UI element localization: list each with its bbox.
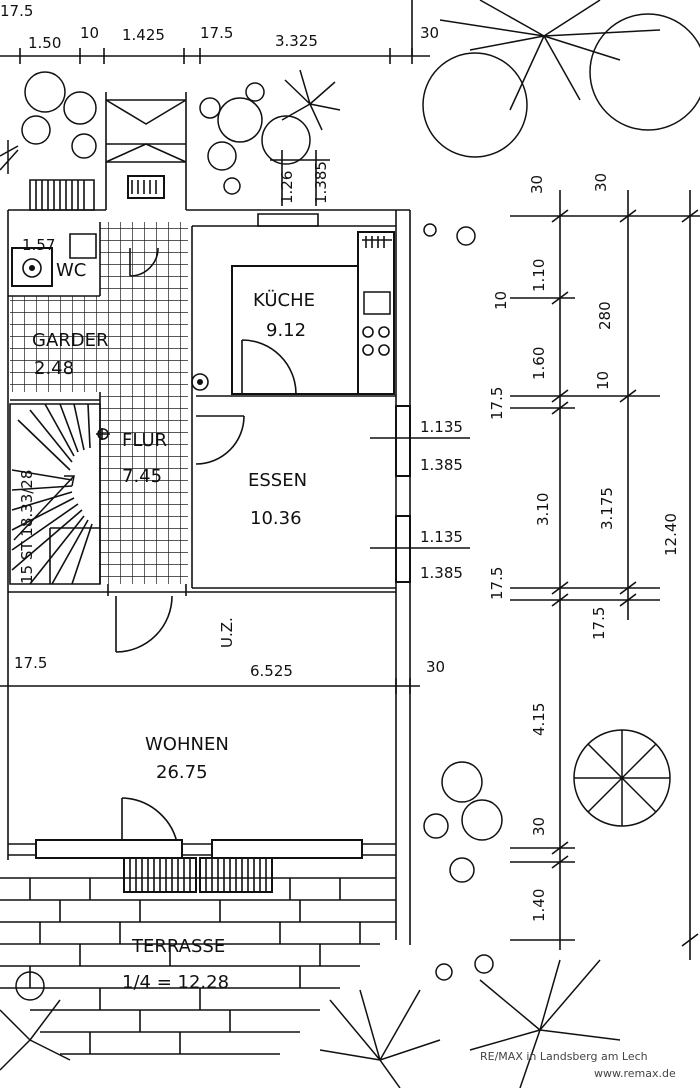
kueche-label: KÜCHE bbox=[253, 289, 315, 311]
inner-vdim-5: 30 bbox=[528, 175, 546, 194]
outer-vdim-5: 17.5 bbox=[590, 607, 608, 640]
stair-label: 15 ST 18.33/28 bbox=[18, 470, 36, 584]
kueche-area: 9.12 bbox=[266, 320, 306, 341]
wohnen-label: WOHNEN bbox=[145, 734, 229, 755]
wohnen-area: 26.75 bbox=[156, 762, 208, 783]
essen-window-dim-2: 1.385 bbox=[420, 456, 463, 474]
dimension-lines bbox=[0, 0, 700, 960]
kitchen-fixtures bbox=[191, 213, 395, 395]
top-dim-1: 17.5 bbox=[0, 2, 33, 20]
watermark-line-1: RE/MAX in Landsberg am Lech bbox=[480, 1050, 648, 1063]
essen-window-dim-4: 1.385 bbox=[420, 564, 463, 582]
outer-vdim-3: 10 bbox=[594, 371, 612, 390]
top-dim-7: 30 bbox=[420, 24, 439, 42]
wc-label: WC bbox=[56, 260, 86, 281]
inner-vdim-6: 3.10 bbox=[534, 493, 552, 526]
wc-dimension: 1.57 bbox=[22, 236, 55, 254]
outer-vdim-2: 280 bbox=[596, 301, 614, 330]
terrasse-area: 1/4 = 12.28 bbox=[122, 972, 229, 993]
inner-vdim-9: 30 bbox=[530, 817, 548, 836]
inner-vdim-2: 1.60 bbox=[530, 347, 548, 380]
essen-window-dim-1: 1.135 bbox=[420, 418, 463, 436]
top-dim-5: 17.5 bbox=[200, 24, 233, 42]
inner-vdim-7: 17.5 bbox=[488, 567, 506, 600]
wohnen-left-dim: 17.5 bbox=[14, 654, 47, 672]
essen-label: ESSEN bbox=[248, 470, 307, 491]
kitchen-window-dim-1: 1.26 bbox=[278, 171, 296, 204]
terrace-paving bbox=[0, 877, 396, 1055]
top-dim-4: 1.425 bbox=[122, 26, 165, 44]
essen-window-dim-3: 1.135 bbox=[420, 528, 463, 546]
garder-label: GARDER bbox=[32, 330, 109, 351]
outer-vdim-1: 30 bbox=[592, 173, 610, 192]
staircase bbox=[9, 403, 101, 585]
kitchen-window-dim-2: 1.385 bbox=[312, 161, 330, 204]
tiled-floor-wc bbox=[100, 222, 188, 296]
terrasse-label: TERRASSE bbox=[131, 936, 225, 957]
essen-area: 10.36 bbox=[250, 508, 302, 529]
flur-area: 7.45 bbox=[122, 466, 162, 487]
flur-label: FLUR bbox=[122, 430, 167, 451]
wohnen-width-dim: 6.525 bbox=[250, 662, 293, 680]
windows bbox=[35, 405, 411, 893]
inner-vdim-10: 1.40 bbox=[530, 889, 548, 922]
inner-vdim-4: 10 bbox=[492, 291, 510, 310]
top-dim-6: 3.325 bbox=[275, 32, 318, 50]
tiled-floor-garder bbox=[10, 296, 188, 392]
top-dim-3: 10 bbox=[80, 24, 99, 42]
inner-vdim-3: 1.10 bbox=[530, 259, 548, 292]
uz-label: U.Z. bbox=[218, 617, 236, 648]
wohnen-right-dim: 30 bbox=[426, 658, 445, 676]
inner-vdim-8: 4.15 bbox=[530, 703, 548, 736]
tiled-floor-flur bbox=[100, 392, 188, 584]
inner-vdim-1: 17.5 bbox=[488, 387, 506, 420]
wc-fixtures bbox=[11, 233, 159, 287]
outer-vdim-6: 12.40 bbox=[662, 513, 680, 556]
watermark-line-2: www.remax.de bbox=[594, 1067, 676, 1080]
outer-vdim-4: 3.175 bbox=[598, 487, 616, 530]
top-dim-2: 1.50 bbox=[28, 34, 61, 52]
entrance bbox=[29, 92, 187, 211]
garder-area: 2.48 bbox=[34, 358, 74, 379]
walls bbox=[7, 209, 411, 945]
